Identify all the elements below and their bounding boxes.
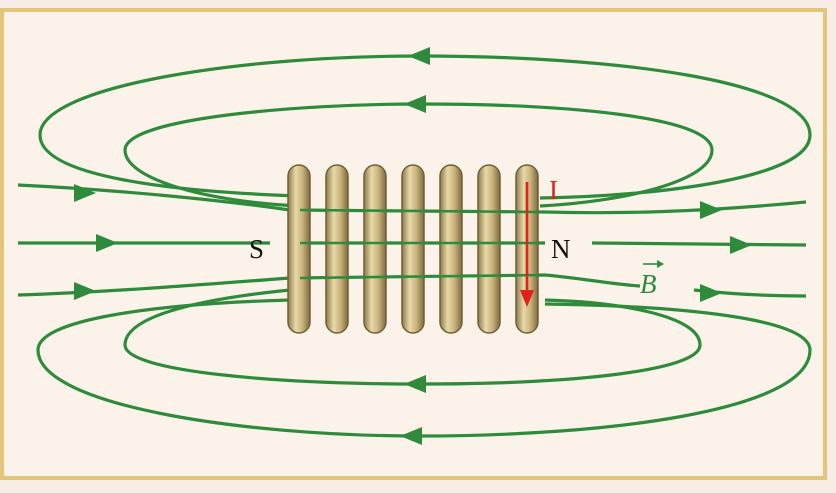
- arrow-line2-left: [96, 234, 118, 252]
- north-pole-label: N: [551, 234, 571, 264]
- field-vector-label: B: [640, 260, 664, 299]
- inner-field-line: [299, 273, 541, 280]
- field-label: B: [640, 269, 657, 299]
- current-arrow-head: [520, 290, 534, 307]
- field-arrows: [74, 47, 752, 445]
- arrow-outer-bottom: [400, 427, 422, 445]
- current-label: I: [549, 175, 558, 205]
- coil-turn: [287, 164, 311, 334]
- coil-turn: [363, 164, 387, 334]
- arrow-line3-left: [74, 282, 96, 300]
- arrow-line3-right: [700, 284, 722, 302]
- inner-field-line: [299, 208, 541, 214]
- inner-field-lines: [299, 208, 541, 280]
- arrow-inner-bottom: [404, 375, 426, 393]
- solenoid-coil: [287, 164, 539, 334]
- arrow-outer-top: [408, 47, 430, 65]
- current-arrow: [520, 182, 534, 307]
- coil-turn: [325, 164, 349, 334]
- coil-turn: [439, 164, 463, 334]
- vector-arrow-icon: [643, 260, 664, 268]
- arrow-line1-right: [700, 201, 722, 219]
- south-pole-label: S: [249, 234, 264, 264]
- arrow-inner-top: [404, 95, 426, 113]
- coil-turn: [477, 164, 501, 334]
- arrow-line2-right: [730, 236, 752, 254]
- coil-turn: [401, 164, 425, 334]
- arrow-line1-left: [74, 184, 96, 202]
